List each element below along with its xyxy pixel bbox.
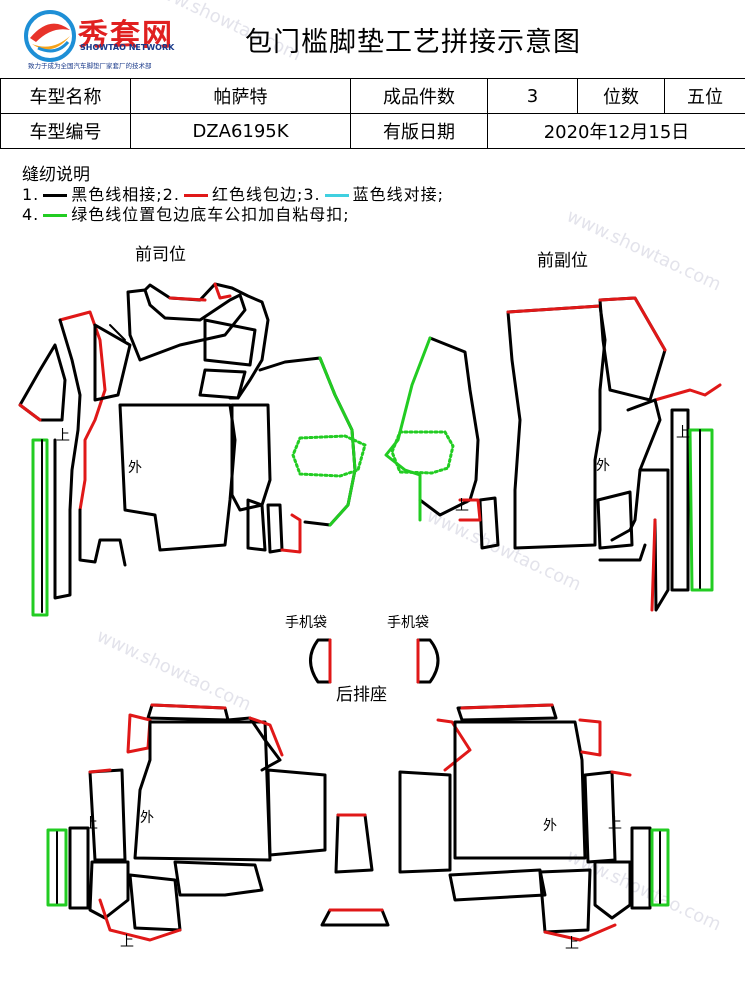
seats-value: 五位 — [664, 78, 745, 114]
note-text: 蓝色线对接; — [352, 185, 445, 204]
sewing-note-line-2: 4. 绿色线位置包边底车公扣加自粘母扣; — [22, 201, 350, 225]
logo — [22, 8, 242, 68]
outer-mark: 外 — [140, 810, 154, 826]
green-line-swatch — [43, 214, 68, 217]
model-code-label: 车型编号 — [0, 113, 131, 149]
rear-right-mat-pieces: 上 外 上 — [398, 703, 670, 952]
model-name-label: 车型名称 — [0, 78, 131, 114]
black-line-swatch — [43, 194, 68, 197]
logo-english-text: SHOWTAO NETWORK — [80, 43, 175, 52]
phone-pocket-left-label: 手机袋 — [285, 615, 327, 631]
outer-mark: 外 — [128, 460, 142, 476]
seats-label: 位数 — [577, 78, 665, 114]
driver-seat-label: 前司位 — [135, 245, 186, 265]
rear-center-mat-pieces — [320, 813, 390, 927]
note-number: 1. — [22, 185, 40, 204]
date-label: 有版日期 — [350, 113, 488, 149]
info-table: 车型名称 帕萨特 成品件数 3 位数 五位 车型编号 DZA6195K 有版日期… — [0, 78, 745, 149]
red-line-swatch — [183, 194, 208, 197]
note-text: 绿色线位置包边底车公扣加自粘母扣; — [71, 205, 350, 224]
logo-brand-text: 秀套网 — [78, 18, 174, 53]
outer-mark: 外 — [543, 818, 557, 834]
logo-swirl-icon — [24, 10, 76, 62]
note-number: 4. — [22, 205, 40, 224]
logo-slogan: 致力于成为全国汽车脚垫厂家套厂的技术部 — [28, 62, 152, 70]
up-mark: 上 — [455, 498, 469, 514]
outer-mark: 外 — [596, 458, 610, 474]
table-row: 车型名称 帕萨特 成品件数 3 位数 五位 — [0, 78, 745, 114]
up-mark: 上 — [608, 816, 622, 832]
document-title: 包门槛脚垫工艺拼接示意图 — [245, 27, 581, 58]
note-text: 黑色线相接;2. — [71, 185, 180, 204]
up-mark: 上 — [565, 936, 579, 952]
note-text: 红色线包边;3. — [211, 185, 321, 204]
up-mark: 上 — [56, 428, 70, 444]
up-mark: 上 — [120, 934, 134, 950]
phone-pocket-right-label: 手机袋 — [387, 615, 429, 631]
rear-seat-label: 后排座 — [336, 685, 387, 705]
up-mark: 上 — [84, 816, 98, 832]
blue-line-swatch — [324, 194, 349, 197]
passenger-mat-pieces: 上 上 外 — [384, 296, 722, 612]
sewing-notes-title: 缝纫说明 — [22, 165, 90, 185]
driver-mat-pieces: 上 外 — [18, 282, 367, 617]
pattern-diagram: 前司位 前副位 手机袋 手机袋 后排座 — [18, 245, 722, 952]
sewing-note-line-1: 1. 黑色线相接;2. 红色线包边;3. 蓝色线对接; — [22, 181, 444, 205]
count-value: 3 — [487, 78, 578, 114]
passenger-seat-label: 前副位 — [537, 251, 588, 271]
count-label: 成品件数 — [350, 78, 488, 114]
phone-pockets — [309, 638, 440, 684]
model-name-value: 帕萨特 — [130, 78, 351, 114]
up-mark: 上 — [676, 425, 690, 441]
table-row: 车型编号 DZA6195K 有版日期 2020年12月15日 — [0, 113, 745, 149]
date-value: 2020年12月15日 — [487, 113, 745, 149]
rear-left-mat-pieces: 上 外 上 — [46, 703, 327, 950]
model-code-value: DZA6195K — [130, 113, 351, 149]
